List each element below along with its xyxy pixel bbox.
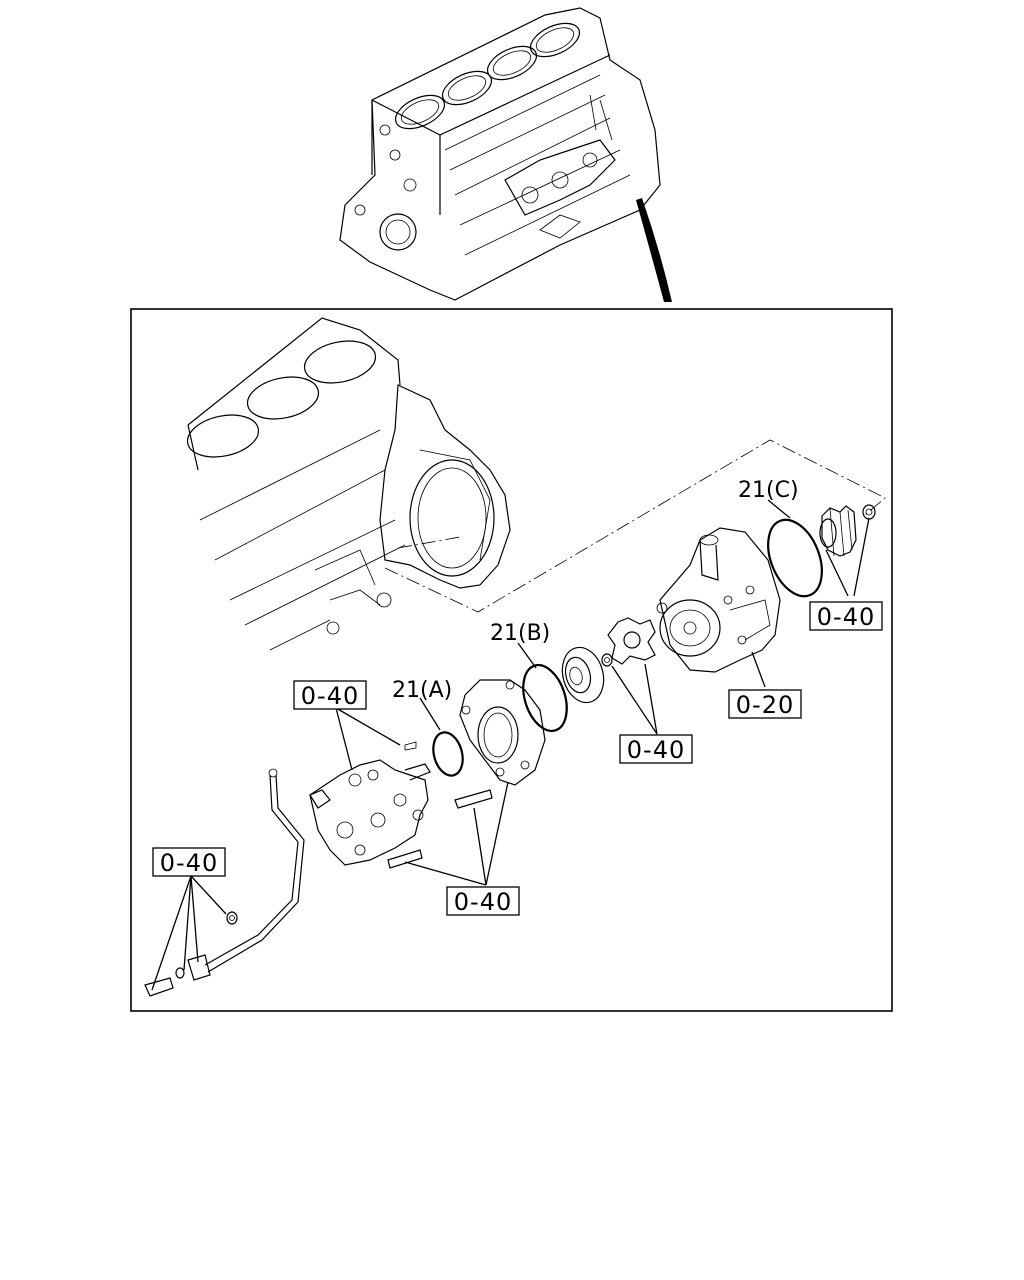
group-box-vacuum-pump: 0-20: [728, 689, 802, 719]
pump-bracket-part: [459, 679, 546, 786]
vacuum-pump-part: [656, 527, 781, 673]
leader-lines: [151, 499, 870, 991]
group-code-vacuum-pump: 0-20: [736, 691, 794, 719]
detail-frame: [130, 308, 893, 1012]
group-code-left-bracket: 0-40: [301, 682, 359, 710]
group-box-bolts: 0-40: [446, 886, 520, 916]
group-code-bolts: 0-40: [454, 888, 512, 916]
coupling-plate-part: [601, 617, 656, 667]
callout-21b: 21(B): [490, 621, 550, 646]
drive-gear-part: [819, 504, 876, 557]
group-box-left-bracket: 0-40: [293, 680, 367, 710]
callout-21a: 21(A): [392, 678, 452, 703]
group-box-plate: 0-40: [619, 734, 693, 764]
group-code-left-bottom: 0-40: [160, 849, 218, 877]
group-box-left-bottom: 0-40: [152, 847, 226, 877]
cylinder-block-outline: [186, 317, 511, 651]
o-ring-c: [767, 518, 823, 598]
bracket-bolts-part: [387, 789, 493, 869]
injection-pump-part: [309, 741, 431, 866]
callout-21c: 21(C): [738, 478, 799, 503]
hub-plate-part: [561, 646, 605, 704]
fuel-pipe-part: [144, 768, 305, 997]
group-code-gear: 0-40: [817, 603, 875, 631]
group-box-gear: 0-40: [809, 601, 883, 631]
group-code-plate: 0-40: [627, 736, 685, 764]
assembly-axis-lines: [384, 439, 886, 613]
o-ring-a: [432, 731, 464, 777]
engine-block-overview: [339, 7, 672, 302]
